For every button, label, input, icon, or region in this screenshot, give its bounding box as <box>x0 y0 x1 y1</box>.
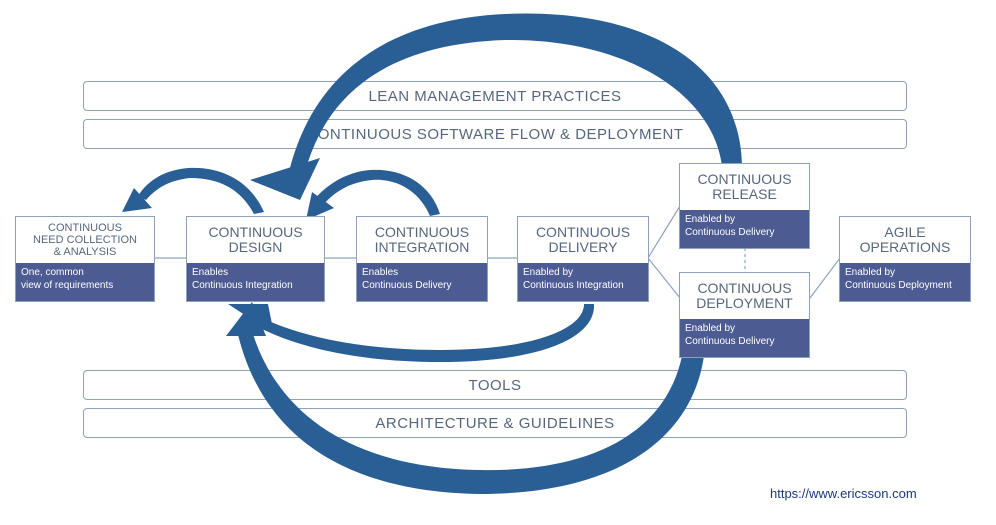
band-label: ARCHITECTURE & GUIDELINES <box>375 414 615 432</box>
box-title: CONTINUOUS NEED COLLECTION & ANALYSIS <box>33 221 137 259</box>
connector-delivery-deployment <box>647 257 681 299</box>
box-continuous-deployment: CONTINUOUS DEPLOYMENT Enabled by Continu… <box>679 272 810 358</box>
box-title: CONTINUOUS DEPLOYMENT <box>696 279 793 311</box>
arrowhead-top-arc <box>250 158 320 200</box>
box-agile-operations: AGILE OPERATIONS Enabled by Continuous D… <box>839 216 971 302</box>
box-footer: Enables Continuous Delivery <box>357 263 487 301</box>
arc-design-to-need <box>138 167 264 214</box>
box-continuous-delivery: CONTINUOUS DELIVERY Enabled by Continuou… <box>517 216 649 302</box>
band-software-flow: CONTINUOUS SOFTWARE FLOW & DEPLOYMENT <box>83 119 907 149</box>
box-footer: Enabled by Continuous Integration <box>518 263 648 301</box>
band-label: CONTINUOUS SOFTWARE FLOW & DEPLOYMENT <box>306 125 684 143</box>
box-title: CONTINUOUS INTEGRATION <box>374 223 470 255</box>
arc-integration-to-design <box>312 169 440 216</box>
box-footer: Enabled by Continuous Delivery <box>680 319 809 357</box>
connector-delivery-release <box>647 205 681 259</box>
band-label: LEAN MANAGEMENT PRACTICES <box>368 87 622 105</box>
source-watermark: https://www.ericsson.com <box>770 486 917 501</box>
box-footer: Enabled by Continuous Deployment <box>840 263 970 301</box>
band-lean-management: LEAN MANAGEMENT PRACTICES <box>83 81 907 111</box>
box-footer: Enabled by Continuous Delivery <box>680 210 809 248</box>
box-continuous-release: CONTINUOUS RELEASE Enabled by Continuous… <box>679 163 810 249</box>
arc-release-to-design <box>288 13 742 176</box>
box-footer: One, common view of requirements <box>16 263 154 301</box>
band-label: TOOLS <box>468 376 522 394</box>
arrowhead-small-arc-2 <box>306 192 334 220</box>
band-architecture: ARCHITECTURE & GUIDELINES <box>83 408 907 438</box>
box-continuous-design: CONTINUOUS DESIGN Enables Continuous Int… <box>186 216 325 302</box>
arc-deployment-to-design <box>236 324 704 494</box>
arrowhead-small-arc-1 <box>122 188 152 212</box>
box-continuous-integration: CONTINUOUS INTEGRATION Enables Continuou… <box>356 216 488 302</box>
connector-deployment-operations <box>809 257 841 299</box>
box-title: AGILE OPERATIONS <box>859 223 951 255</box>
box-need-collection: CONTINUOUS NEED COLLECTION & ANALYSIS On… <box>15 216 155 302</box>
box-title: CONTINUOUS DELIVERY <box>535 223 631 255</box>
arc-delivery-to-design <box>260 304 595 362</box>
box-title: CONTINUOUS RELEASE <box>697 170 792 202</box>
band-tools: TOOLS <box>83 370 907 400</box>
box-title: CONTINUOUS DESIGN <box>208 223 303 255</box>
arrowhead-big-bottom-arc <box>226 302 266 336</box>
box-footer: Enables Continuous Integration <box>187 263 324 301</box>
